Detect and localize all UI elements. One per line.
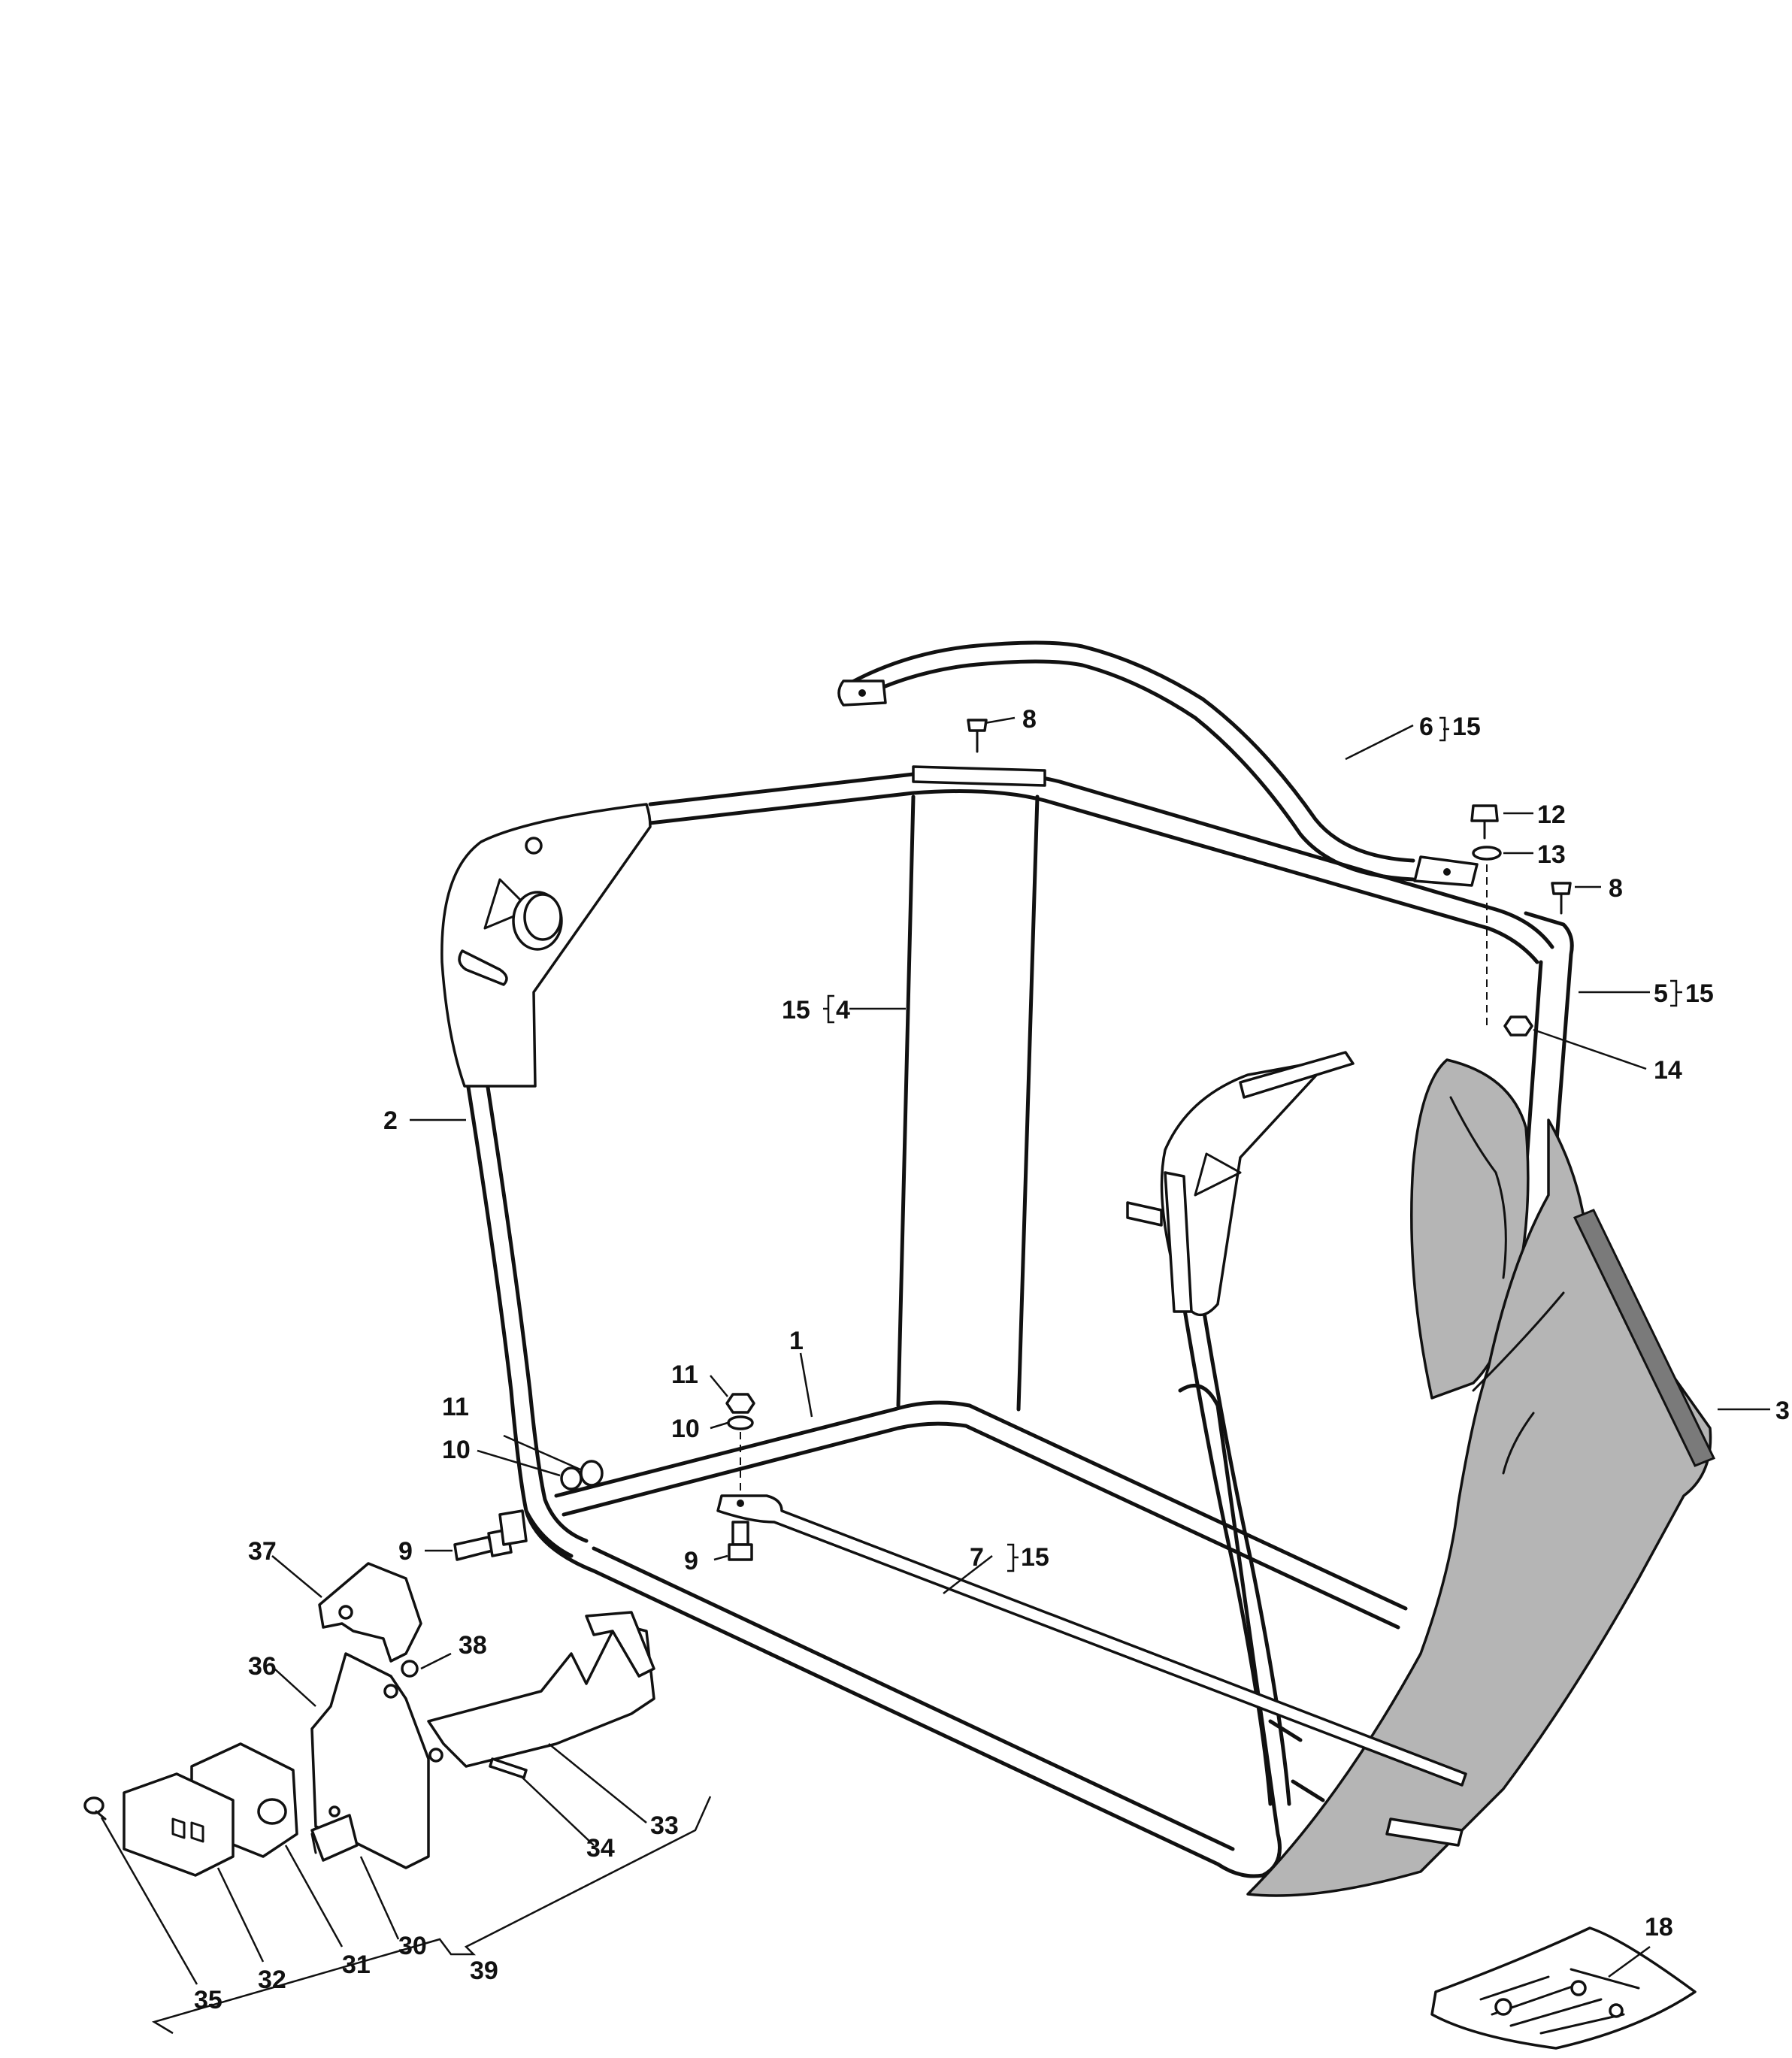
label-7-kit: 15	[1021, 1543, 1049, 1572]
label-11-center: 11	[671, 1360, 698, 1389]
top-handle-bar	[837, 640, 1479, 887]
bottom-strap	[716, 1494, 1467, 1847]
label-34: 34	[586, 1834, 615, 1863]
label-9-center: 9	[684, 1547, 698, 1575]
right-side-plate	[1126, 1051, 1355, 1317]
label-8-right: 8	[1609, 874, 1623, 903]
hardware-kit-bag	[1430, 1926, 1697, 2050]
label-12: 12	[1537, 801, 1566, 829]
label-8-top: 8	[1022, 705, 1037, 734]
grass-bag	[1246, 1058, 1716, 1897]
label-38: 38	[459, 1631, 487, 1660]
label-10-center: 10	[671, 1415, 700, 1443]
label-35: 35	[194, 1986, 222, 2014]
label-11-left: 11	[442, 1393, 469, 1421]
label-4-kit: 15	[782, 996, 810, 1024]
label-5-kit: 15	[1685, 979, 1714, 1008]
label-4: 4	[836, 996, 850, 1024]
label-37: 37	[248, 1537, 277, 1566]
label-6-kit: 15	[1452, 713, 1481, 741]
label-14: 14	[1654, 1056, 1682, 1085]
lever-assembly	[83, 1562, 655, 1877]
label-18: 18	[1645, 1913, 1673, 1941]
label-36: 36	[248, 1652, 277, 1681]
label-7: 7	[970, 1543, 984, 1572]
label-30: 30	[398, 1932, 427, 1960]
left-side-plate	[440, 803, 652, 1088]
label-31: 31	[342, 1951, 371, 1979]
label-3: 3	[1775, 1397, 1790, 1425]
label-9-left: 9	[398, 1537, 413, 1566]
leader-lines	[100, 716, 1770, 2035]
label-6: 6	[1419, 713, 1433, 741]
callout-labels: 1 2 3 4 15 5 15 6 15 7 15 8 8 9 9 10 10 …	[194, 705, 1790, 2014]
label-32: 32	[258, 1966, 286, 1994]
label-2: 2	[383, 1106, 398, 1135]
collector-frame	[465, 765, 1574, 1878]
label-5: 5	[1654, 979, 1668, 1008]
hardware	[453, 719, 1572, 1561]
label-10-left: 10	[442, 1436, 471, 1464]
label-13: 13	[1537, 840, 1566, 869]
label-33: 33	[650, 1811, 679, 1840]
label-39: 39	[470, 1957, 498, 1985]
label-1: 1	[789, 1327, 804, 1355]
